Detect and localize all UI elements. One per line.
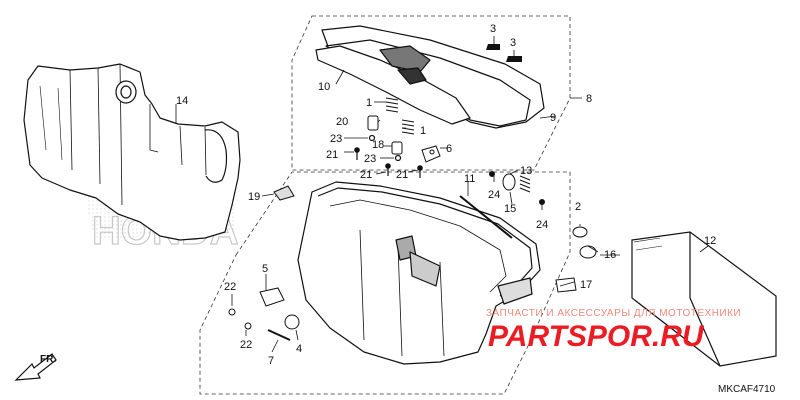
front-label: FR.: [40, 354, 56, 365]
callout-21: 21: [396, 169, 408, 181]
callout-2: 2: [575, 201, 581, 213]
watermark-line-1: ЗАПЧАСТИ И АКСЕССУАРЫ ДЛЯ МОТОТЕХНИКИ: [486, 308, 741, 319]
callout-18: 18: [372, 139, 384, 151]
callout-17: 17: [580, 279, 592, 291]
callout-21: 21: [326, 149, 338, 161]
callout-20: 20: [336, 116, 348, 128]
lid-group-outline: [291, 15, 571, 171]
part-emblem: [486, 44, 522, 62]
callout-15: 15: [504, 203, 516, 215]
part-lid: [315, 25, 545, 129]
callout-22: 22: [224, 281, 236, 293]
part-pad: [631, 231, 777, 367]
callouts: 3 3 1 1 10 20 23 23 18 21 21 21 6 11 24 …: [176, 23, 716, 367]
callout-24: 24: [488, 189, 500, 201]
part-screw: [354, 134, 423, 178]
diagram-code: MKCAF4710: [718, 384, 776, 395]
callout-3: 3: [490, 23, 496, 35]
callout-23: 23: [364, 153, 376, 165]
callout-10: 10: [318, 81, 330, 93]
callout-4: 4: [296, 343, 302, 355]
part-roller: [489, 171, 545, 205]
part-side-cover: [23, 63, 241, 241]
callout-21: 21: [360, 169, 372, 181]
callout-11: 11: [464, 173, 475, 185]
callout-3: 3: [510, 37, 516, 49]
part-case-body: [297, 181, 541, 365]
callout-13: 13: [520, 165, 532, 177]
callout-1: 1: [366, 97, 372, 109]
callout-5: 5: [262, 263, 268, 275]
part-grommet: [555, 226, 597, 293]
callout-7: 7: [268, 355, 274, 367]
part-rod: [459, 195, 513, 239]
callout-6: 6: [446, 143, 452, 155]
callout-16: 16: [604, 249, 616, 261]
callout-1: 1: [420, 125, 426, 137]
callout-23: 23: [330, 133, 342, 145]
callout-19: 19: [248, 191, 260, 203]
callout-8: 8: [586, 93, 592, 105]
part-clip: [273, 185, 295, 201]
leader-lines: [175, 36, 709, 353]
front-arrow-icon: FR.: [14, 353, 57, 381]
callout-14: 14: [176, 95, 188, 107]
part-lock-assembly: [228, 287, 300, 341]
callout-24: 24: [536, 219, 548, 231]
part-latch: [421, 145, 441, 163]
watermark-line-2: PARTSPOR.RU: [488, 320, 705, 353]
callout-12: 12: [704, 235, 716, 247]
part-damper: [367, 115, 403, 155]
part-spring: [385, 97, 415, 135]
callout-22: 22: [240, 339, 252, 351]
callout-9: 9: [550, 112, 556, 124]
